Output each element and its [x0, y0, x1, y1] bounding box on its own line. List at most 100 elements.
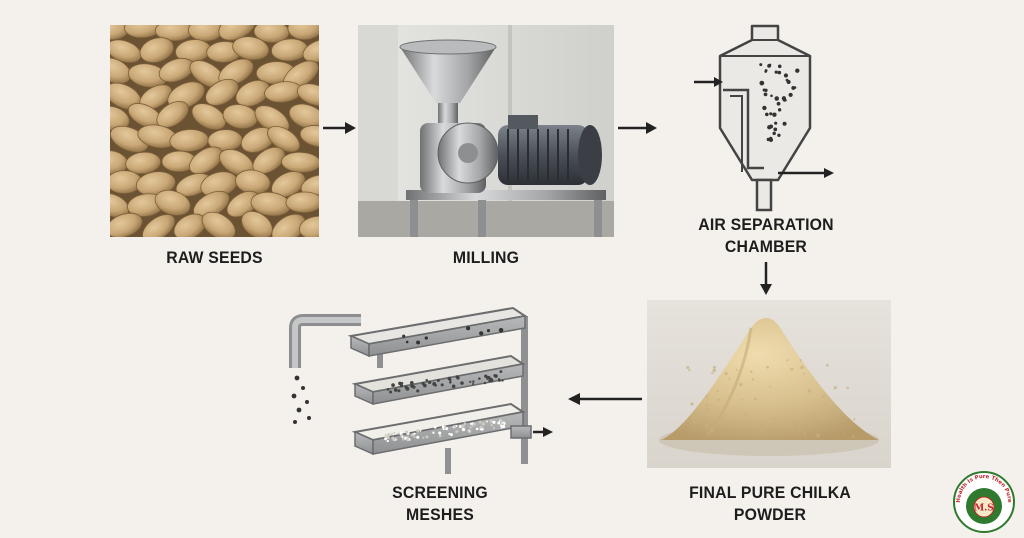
particle-dot	[769, 112, 773, 116]
mesh-particle	[456, 430, 459, 433]
mesh-particle	[416, 435, 420, 439]
mesh-particle	[406, 438, 410, 442]
powder-speck	[688, 368, 691, 372]
mesh-particle	[425, 435, 429, 439]
mesh-particle	[416, 340, 421, 345]
particle-dot	[762, 105, 767, 111]
arrow-left-icon	[568, 393, 642, 405]
particle-dot	[777, 133, 781, 137]
seed-kernel	[302, 38, 319, 63]
mesh-particle	[402, 435, 405, 438]
powder-speck	[705, 395, 708, 398]
powder-speck	[786, 359, 789, 362]
arrow-down-icon	[760, 262, 772, 295]
mesh-particle	[469, 426, 472, 429]
particle-dot	[767, 63, 772, 68]
mesh-particle	[442, 428, 445, 431]
mesh-particle	[467, 430, 470, 433]
seed-kernel	[110, 192, 130, 218]
mesh-particle	[478, 377, 481, 380]
powder-speck	[736, 420, 739, 424]
powder-speck	[766, 365, 769, 369]
mesh-particle	[493, 374, 497, 378]
grinding-mill-graphic	[358, 25, 614, 237]
powder-speck	[705, 424, 710, 428]
seed-kernel	[205, 78, 239, 106]
powder-speck	[851, 435, 855, 438]
air-separation-label: AIR SEPARATION CHAMBER	[698, 215, 834, 256]
mesh-particle	[489, 378, 494, 383]
mesh-particle	[391, 383, 395, 387]
mesh-particle	[384, 433, 387, 436]
mesh-particle	[432, 431, 435, 434]
mesh-particle	[500, 427, 503, 429]
powder-speck	[750, 370, 753, 373]
mesh-particle	[397, 432, 400, 435]
mesh-particle	[479, 428, 482, 431]
logo-footer: SINCE 1969	[973, 525, 995, 529]
mesh-particle	[451, 384, 456, 389]
mesh-particle	[402, 334, 406, 338]
powder-speck	[769, 385, 771, 388]
sieve-trays-icon	[289, 306, 553, 474]
mesh-particle	[478, 420, 482, 424]
particle-dot	[777, 108, 782, 112]
seed-kernel	[288, 103, 319, 130]
powder-speck	[718, 419, 722, 424]
particle-dot	[764, 88, 768, 92]
mesh-particle	[493, 426, 496, 429]
mesh-particle	[405, 430, 409, 434]
particle-dot	[781, 96, 787, 101]
seed-kernel	[191, 103, 226, 131]
mesh-particle	[438, 434, 442, 438]
mesh-particle	[413, 432, 416, 435]
mesh-particle	[486, 329, 491, 333]
powder-speck	[712, 368, 717, 373]
mesh-particle	[472, 380, 475, 383]
powder-speck	[800, 365, 804, 370]
milling-label: MILLING	[452, 248, 520, 267]
seed-kernel	[299, 125, 319, 148]
powder-speck	[712, 365, 716, 369]
cyclone-separator-icon	[694, 24, 834, 212]
mesh-particle	[499, 419, 503, 423]
seed-kernel	[201, 211, 236, 237]
powder-speck	[711, 371, 714, 375]
particle-dot	[774, 70, 778, 74]
mesh-particle	[405, 340, 409, 344]
mesh-particle	[499, 370, 503, 373]
powder-speck	[735, 368, 738, 371]
particle-dot	[776, 101, 781, 106]
mesh-particle	[456, 376, 460, 380]
powder-speck	[754, 397, 758, 401]
powder-speck	[710, 434, 713, 437]
powder-speck	[759, 430, 762, 433]
powder-speck	[782, 416, 787, 421]
mesh-particle	[501, 379, 504, 382]
final-powder-image	[647, 300, 891, 468]
seed-kernel	[296, 83, 319, 107]
seed-kernel	[241, 210, 273, 237]
seed-kernel	[156, 100, 189, 128]
mesh-particle	[424, 336, 428, 340]
mesh-particle	[481, 422, 486, 426]
particle-dot	[759, 80, 765, 86]
mesh-particle	[490, 424, 493, 427]
particle-dot	[772, 112, 777, 117]
mesh-particle	[399, 383, 404, 388]
mesh-particle	[475, 427, 479, 431]
mesh-particle	[422, 383, 427, 388]
mesh-particle	[413, 436, 416, 439]
mesh-particle	[472, 422, 476, 426]
powder-speck	[816, 433, 820, 438]
powder-speck	[722, 421, 725, 424]
powder-speck	[807, 389, 812, 393]
powder-speck	[835, 410, 839, 414]
arrow-right-icon	[323, 122, 356, 134]
powder-speck	[773, 418, 776, 421]
seed-kernel	[299, 215, 319, 237]
powder-speck	[822, 416, 827, 421]
brand-logo: Health Is Pure Then Pure Malik Sweets M.…	[953, 471, 1015, 533]
particle-dot	[765, 112, 769, 117]
